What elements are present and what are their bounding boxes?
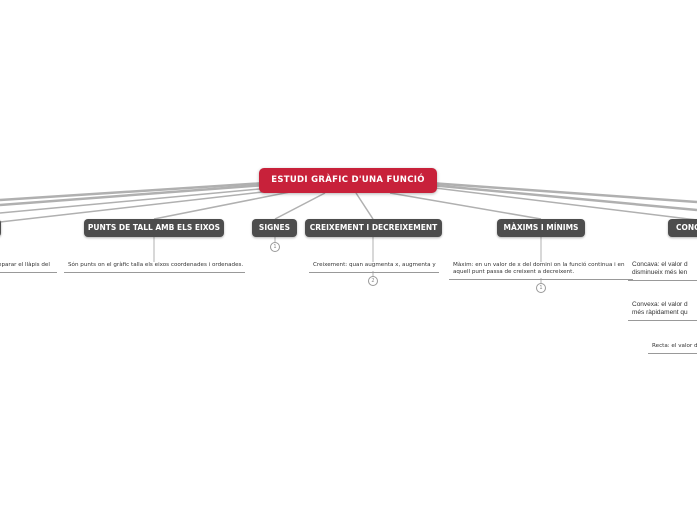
collapsed-count-badge[interactable]: 2 <box>368 276 378 286</box>
topic-left-partial[interactable] <box>0 219 1 237</box>
topic-signes[interactable]: SIGNES <box>252 219 297 237</box>
topic-maxims-minims[interactable]: MÀXIMS I MÍNIMS <box>497 219 585 237</box>
leaf-line: Convexa: el valor d <box>632 301 688 308</box>
leaf-punts-de-tall[interactable]: Són punts on el gràfic talla els eixos c… <box>64 262 245 273</box>
topic-creixement[interactable]: CREIXEMENT I DECREIXEMENT <box>305 219 442 237</box>
collapsed-count-badge[interactable]: 1 <box>536 283 546 293</box>
topic-punts-de-tall[interactable]: PUNTS DE TALL AMB ELS EIXOS <box>84 219 224 237</box>
leaf-line: disminueix més len <box>632 269 688 276</box>
central-topic[interactable]: ESTUDI GRÀFIC D'UNA FUNCIÓ <box>259 168 437 193</box>
leaf-recta[interactable]: Recta: el valor d <box>648 343 697 354</box>
leaf-left-partial[interactable]: eparar el llàpis del <box>0 262 57 273</box>
collapsed-count-badge[interactable]: 1 <box>270 242 280 252</box>
leaf-line: més ràpidament qu <box>632 309 688 316</box>
leaf-maxim[interactable]: Màxim: en un valor de x del domini on la… <box>449 262 633 280</box>
leaf-creixement[interactable]: Creixement: quan augmenta x, augmenta y <box>309 262 439 273</box>
topic-concavitat[interactable]: CONC <box>668 219 697 237</box>
leaf-line: Concava: el valor d <box>632 261 688 268</box>
